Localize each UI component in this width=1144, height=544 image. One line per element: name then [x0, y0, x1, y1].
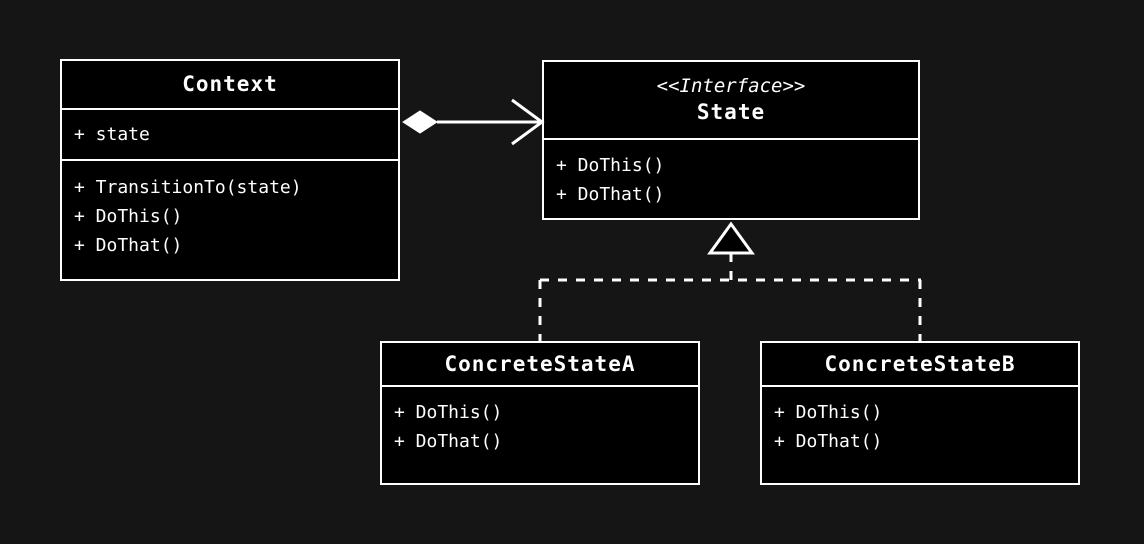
class-box-concrete-state-a[interactable]: ConcreteStateA + DoThis() + DoThat() — [380, 341, 700, 485]
method-row: + TransitionTo(state) — [74, 177, 302, 198]
hollow-triangle-icon — [707, 221, 755, 255]
method-row: + DoThis() — [774, 402, 883, 423]
method-row: + DoThat() — [74, 235, 183, 256]
class-header-context: Context — [62, 61, 398, 110]
class-name-concrete-state-a: ConcreteStateA — [444, 351, 636, 376]
class-box-context[interactable]: Context + state + TransitionTo(state) + … — [60, 59, 400, 281]
methods-section-concrete-state-b: + DoThis() + DoThat() — [762, 387, 1078, 465]
methods-section-state: + DoThis() + DoThat() — [544, 140, 918, 218]
methods-section-concrete-state-a: + DoThis() + DoThat() — [382, 387, 698, 465]
methods-section-context: + TransitionTo(state) + DoThis() + DoTha… — [62, 161, 398, 269]
filled-diamond-icon — [402, 110, 438, 134]
method-row: + DoThat() — [394, 431, 503, 452]
class-header-concrete-state-b: ConcreteStateB — [762, 343, 1078, 387]
attributes-section-context: + state — [62, 110, 398, 161]
open-arrow-icon — [511, 98, 545, 146]
method-row: + DoThis() — [74, 206, 183, 227]
method-row: + DoThis() — [556, 155, 665, 176]
class-box-concrete-state-b[interactable]: ConcreteStateB + DoThis() + DoThat() — [760, 341, 1080, 485]
method-row: + DoThat() — [556, 184, 665, 205]
class-header-concrete-state-a: ConcreteStateA — [382, 343, 698, 387]
class-name-state: State — [696, 100, 766, 124]
class-name-concrete-state-b: ConcreteStateB — [824, 351, 1016, 376]
stereotype-label-state: <<Interface>> — [656, 75, 806, 97]
relationship-composition-context-state — [402, 98, 545, 146]
class-name-context: Context — [182, 72, 278, 96]
method-row: + DoThat() — [774, 431, 883, 452]
method-row: + DoThis() — [394, 402, 503, 423]
attribute-row: + state — [74, 124, 150, 145]
class-box-state[interactable]: <<Interface>> State + DoThis() + DoThat(… — [542, 60, 920, 220]
class-header-state: <<Interface>> State — [544, 62, 918, 140]
relationship-realization-group — [538, 221, 922, 341]
